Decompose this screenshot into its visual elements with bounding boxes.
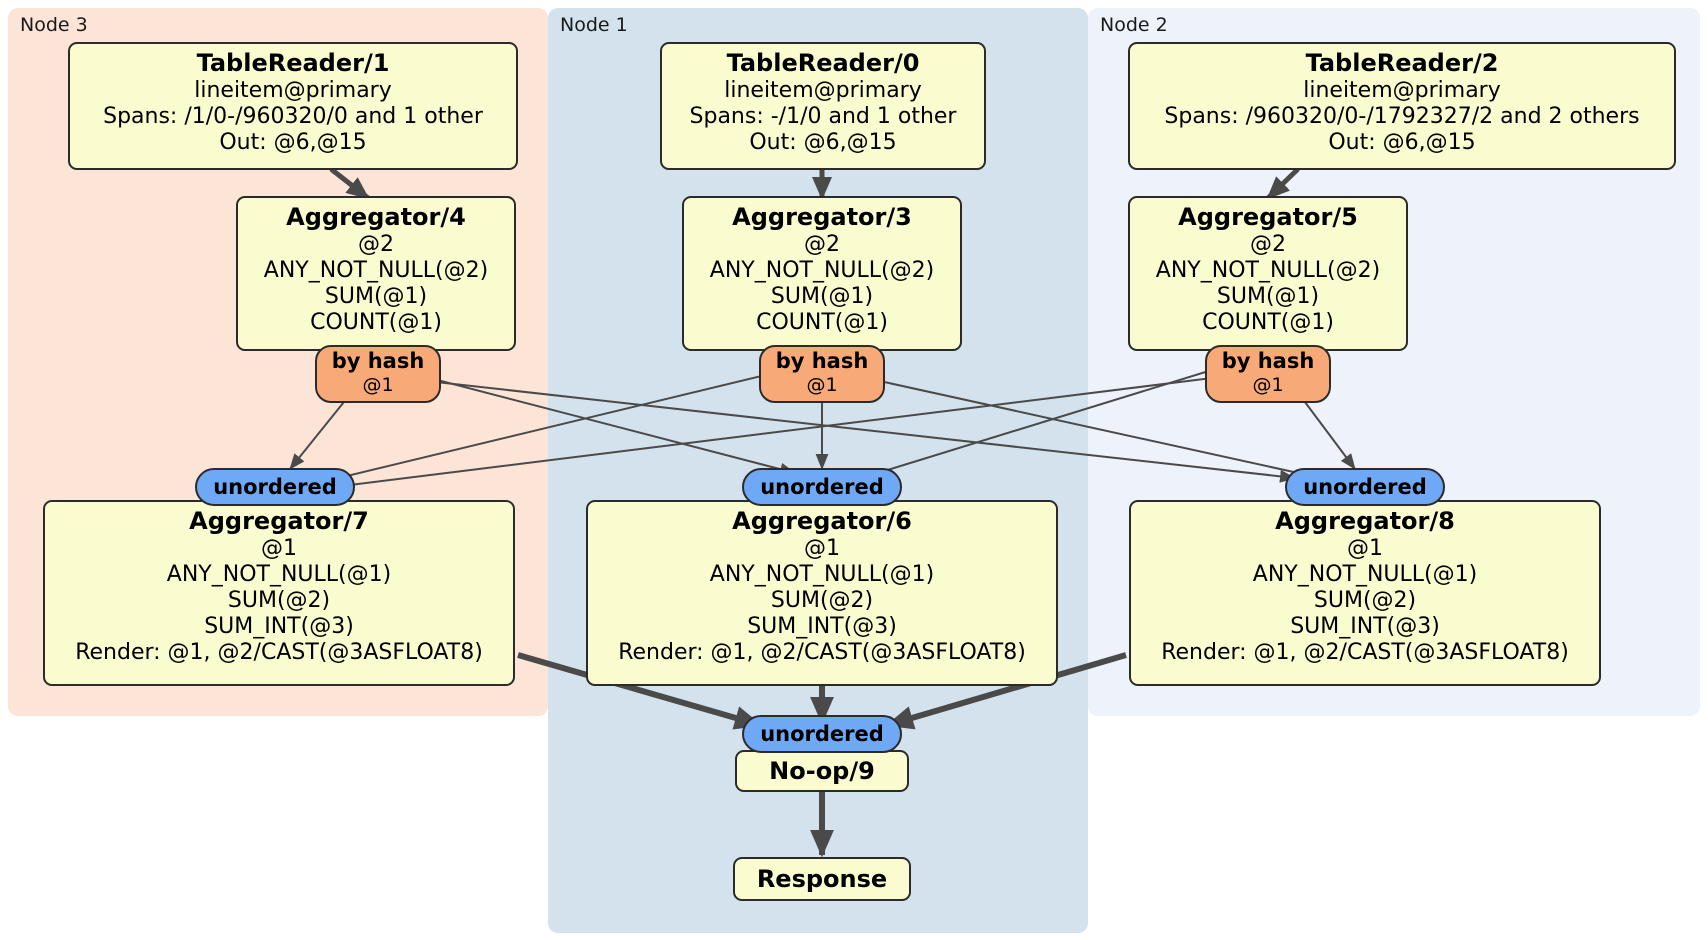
badge-sublabel: @1	[1252, 374, 1284, 396]
badge-label: unordered	[760, 721, 884, 746]
proc-title: No-op/9	[769, 757, 875, 785]
proc-box-aggregator6[interactable]: Aggregator/6 @1 ANY_NOT_NULL(@1) SUM(@2)…	[586, 500, 1058, 686]
proc-box-tablereader0[interactable]: TableReader/0 lineitem@primary Spans: -/…	[660, 42, 986, 170]
proc-line: SUM_INT(@3)	[204, 614, 354, 639]
proc-line: @1	[1347, 536, 1383, 561]
proc-title: Aggregator/6	[732, 507, 912, 535]
badge-sublabel: @1	[362, 374, 394, 396]
badge-by-hash-center[interactable]: by hash @1	[759, 345, 885, 403]
proc-title: TableReader/1	[196, 49, 390, 77]
proc-title: Response	[756, 865, 888, 893]
proc-line: COUNT(@1)	[756, 310, 888, 335]
proc-title: Aggregator/7	[189, 507, 369, 535]
proc-box-response[interactable]: Response	[733, 857, 911, 901]
proc-line: SUM_INT(@3)	[1290, 614, 1440, 639]
badge-label: by hash	[331, 349, 425, 373]
proc-line: SUM(@2)	[770, 588, 874, 613]
badge-unordered-left[interactable]: unordered	[195, 468, 355, 506]
proc-box-tablereader2[interactable]: TableReader/2 lineitem@primary Spans: /9…	[1128, 42, 1676, 170]
proc-line: ANY_NOT_NULL(@2)	[263, 258, 489, 283]
badge-label: unordered	[213, 474, 337, 499]
proc-line: Spans: /1/0-/960320/0 and 1 other	[103, 104, 483, 129]
proc-title: Aggregator/8	[1275, 507, 1455, 535]
proc-title: Aggregator/3	[732, 203, 912, 231]
badge-by-hash-right[interactable]: by hash @1	[1205, 345, 1331, 403]
node-panel-label-node1: Node 1	[560, 14, 628, 36]
proc-title: Aggregator/5	[1178, 203, 1358, 231]
proc-line: @2	[358, 232, 394, 257]
badge-by-hash-left[interactable]: by hash @1	[315, 345, 441, 403]
badge-sublabel: @1	[806, 374, 838, 396]
proc-box-aggregator7[interactable]: Aggregator/7 @1 ANY_NOT_NULL(@1) SUM(@2)…	[43, 500, 515, 686]
proc-title: TableReader/0	[726, 49, 920, 77]
proc-line: Out: @6,@15	[219, 130, 367, 155]
node-panel-label-node2: Node 2	[1100, 14, 1168, 36]
badge-unordered-right[interactable]: unordered	[1285, 468, 1445, 506]
proc-box-aggregator8[interactable]: Aggregator/8 @1 ANY_NOT_NULL(@1) SUM(@2)…	[1129, 500, 1601, 686]
proc-line: @2	[804, 232, 840, 257]
badge-label: unordered	[1303, 474, 1427, 499]
proc-line: Render: @1, @2/CAST(@3ASFLOAT8)	[1161, 640, 1569, 665]
proc-line: Spans: -/1/0 and 1 other	[689, 104, 957, 129]
proc-line: Out: @6,@15	[749, 130, 897, 155]
proc-line: ANY_NOT_NULL(@1)	[1252, 562, 1478, 587]
badge-unordered-final[interactable]: unordered	[742, 715, 902, 753]
proc-line: SUM(@2)	[1313, 588, 1417, 613]
proc-line: COUNT(@1)	[1202, 310, 1334, 335]
badge-unordered-center[interactable]: unordered	[742, 468, 902, 506]
proc-line: ANY_NOT_NULL(@1)	[166, 562, 392, 587]
proc-box-aggregator4[interactable]: Aggregator/4 @2 ANY_NOT_NULL(@2) SUM(@1)…	[236, 196, 516, 351]
proc-line: ANY_NOT_NULL(@2)	[1155, 258, 1381, 283]
proc-line: SUM(@2)	[227, 588, 331, 613]
node-panel-label-node3: Node 3	[20, 14, 88, 36]
proc-line: SUM(@1)	[770, 284, 874, 309]
proc-line: lineitem@primary	[194, 78, 392, 103]
proc-line: @1	[261, 536, 297, 561]
proc-line: COUNT(@1)	[310, 310, 442, 335]
proc-line: SUM(@1)	[1216, 284, 1320, 309]
proc-box-aggregator5[interactable]: Aggregator/5 @2 ANY_NOT_NULL(@2) SUM(@1)…	[1128, 196, 1408, 351]
badge-label: by hash	[775, 349, 869, 373]
proc-box-tablereader1[interactable]: TableReader/1 lineitem@primary Spans: /1…	[68, 42, 518, 170]
proc-line: ANY_NOT_NULL(@2)	[709, 258, 935, 283]
proc-line: SUM_INT(@3)	[747, 614, 897, 639]
proc-line: Render: @1, @2/CAST(@3ASFLOAT8)	[618, 640, 1026, 665]
proc-box-aggregator3[interactable]: Aggregator/3 @2 ANY_NOT_NULL(@2) SUM(@1)…	[682, 196, 962, 351]
proc-box-noop9[interactable]: No-op/9	[735, 750, 909, 792]
proc-title: Aggregator/4	[286, 203, 466, 231]
proc-line: lineitem@primary	[724, 78, 922, 103]
proc-line: Render: @1, @2/CAST(@3ASFLOAT8)	[75, 640, 483, 665]
badge-label: by hash	[1221, 349, 1315, 373]
proc-line: SUM(@1)	[324, 284, 428, 309]
proc-line: ANY_NOT_NULL(@1)	[709, 562, 935, 587]
badge-label: unordered	[760, 474, 884, 499]
proc-title: TableReader/2	[1305, 49, 1499, 77]
proc-line: @2	[1250, 232, 1286, 257]
proc-line: Out: @6,@15	[1328, 130, 1476, 155]
proc-line: Spans: /960320/0-/1792327/2 and 2 others	[1164, 104, 1640, 129]
proc-line: lineitem@primary	[1303, 78, 1501, 103]
proc-line: @1	[804, 536, 840, 561]
